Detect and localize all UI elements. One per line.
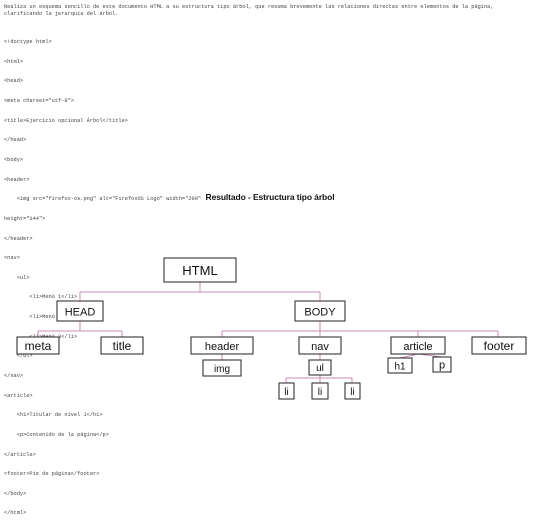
code-line: <img src="firefox-os.png" alt="FirefoxOS… — [4, 196, 202, 203]
tree-diagram: HTML HEAD BODY meta title header img nav… — [16, 257, 527, 400]
tree-node-label: article — [403, 341, 432, 353]
tree-node-label: footer — [484, 339, 515, 353]
tree-node-ul: ul — [308, 359, 332, 376]
code-line: </head> — [4, 137, 27, 144]
tree-node-label: li — [284, 387, 288, 398]
tree-node-label: HEAD — [65, 307, 96, 319]
code-line: <!doctype html> — [4, 39, 52, 46]
tree-node-label: meta — [25, 339, 52, 353]
tree-node-label: li — [318, 387, 322, 398]
code-line: <header> — [4, 176, 30, 183]
code-line: <title>Ejercicio opcional Árbol</title> — [4, 117, 128, 124]
code-line: <meta charset="utf-8"> — [4, 98, 74, 105]
tree-node-label: li — [350, 387, 354, 398]
tree-node-label: nav — [311, 341, 329, 353]
code-line: </header> — [4, 235, 33, 242]
tree-node-li-3: li — [344, 382, 361, 400]
tree-node-body: BODY — [294, 300, 346, 322]
tree-node-li-2: li — [311, 382, 329, 400]
code-line: <ul> — [4, 274, 30, 281]
tree-node-label: img — [214, 364, 230, 375]
tree-node-label: ul — [316, 363, 324, 374]
code-line: <head> — [4, 78, 24, 85]
code-line: <li>Menú 1</li> — [4, 294, 78, 301]
tree-node-html: HTML — [163, 257, 237, 283]
code-line: <body> — [4, 156, 24, 163]
code-line: <article> — [4, 392, 33, 399]
tree-node-label: h1 — [394, 362, 406, 373]
tree-node-nav: nav — [298, 336, 342, 355]
tree-node-label: title — [113, 339, 132, 353]
instructions-text: Realiza un esquema sencillo de este docu… — [4, 4, 494, 17]
code-line: <nav> — [4, 255, 20, 262]
code-line: </html> — [4, 510, 27, 517]
code-line: </body> — [4, 490, 27, 497]
tree-node-meta: meta — [16, 336, 60, 355]
tree-node-label: HTML — [182, 263, 217, 278]
tree-node-p: p — [432, 356, 452, 373]
tree-node-label: p — [439, 360, 445, 372]
code-line: <footer>Pie de página</footer> — [4, 471, 100, 478]
tree-node-footer: footer — [471, 336, 527, 355]
code-line: height="144"> — [4, 215, 46, 222]
code-line: <p>Contenido de la página</p> — [4, 431, 109, 438]
code-line: </article> — [4, 451, 36, 458]
tree-connectors — [37, 282, 499, 383]
code-line: <h1>Titular de nivel 1</h1> — [4, 412, 103, 419]
code-line: </nav> — [4, 372, 24, 379]
tree-node-h1: h1 — [387, 357, 413, 374]
tree-node-img: img — [202, 359, 242, 377]
code-line: <html> — [4, 58, 24, 65]
tree-node-head: HEAD — [56, 300, 104, 322]
tree-node-article: article — [390, 336, 446, 355]
result-heading: Resultado - Estructura tipo árbol — [205, 192, 335, 202]
tree-node-li-1: li — [278, 382, 295, 400]
tree-node-label: header — [205, 341, 240, 353]
tree-node-label: BODY — [304, 307, 336, 319]
tree-node-header: header — [190, 336, 254, 355]
tree-node-title: title — [100, 336, 144, 355]
code-line: </ul> — [4, 353, 33, 360]
